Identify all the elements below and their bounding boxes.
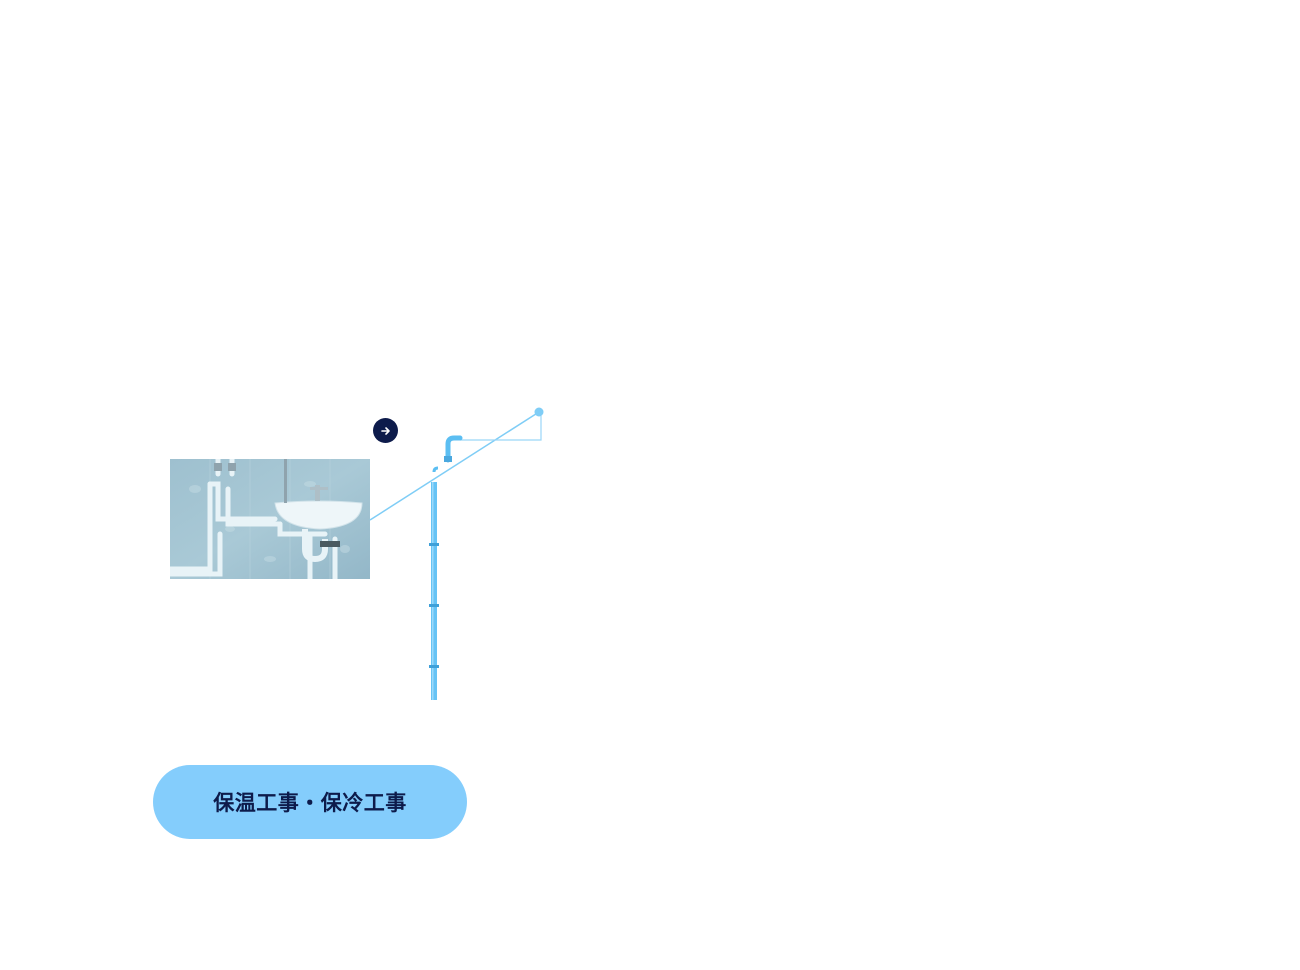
elbow-pipe <box>445 435 463 463</box>
pipe-diagram <box>369 407 544 700</box>
bracket-line <box>460 416 542 441</box>
vertical-pipe <box>431 482 437 700</box>
leader-line <box>369 411 540 521</box>
sink-plumbing-photo[interactable] <box>170 459 370 579</box>
photo-illustration <box>170 459 370 579</box>
service-button-label: 保温工事・保冷工事 <box>213 791 407 815</box>
arrow-right-icon <box>380 426 390 435</box>
next-arrow-button[interactable] <box>373 418 398 443</box>
service-button[interactable]: 保温工事・保冷工事 <box>153 765 467 839</box>
elbow-joint <box>444 456 452 462</box>
indicator-dot <box>534 407 544 417</box>
pipe-joints <box>429 543 439 668</box>
